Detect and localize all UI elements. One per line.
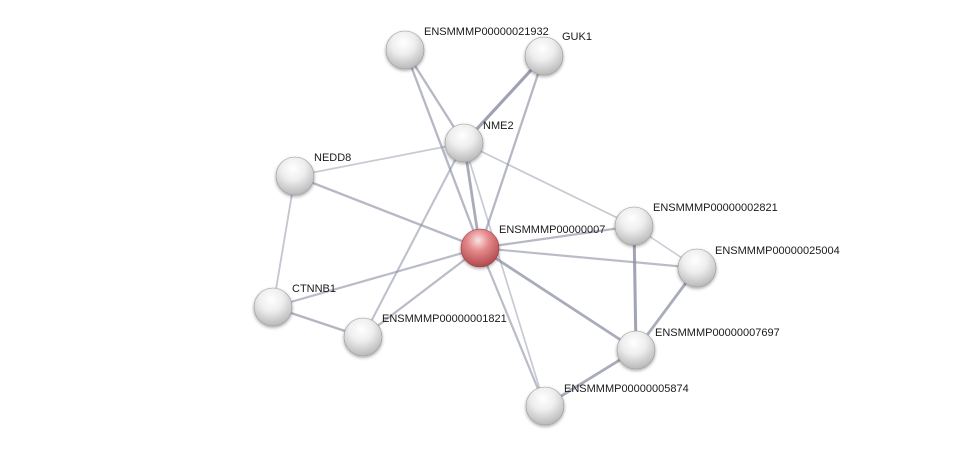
- edge-query-n7697: [478, 246, 638, 352]
- node-n5874[interactable]: ENSMMMP00000005874: [525, 383, 689, 426]
- node-circle-n2821[interactable]: [614, 206, 654, 246]
- node-circle-nme2[interactable]: [444, 123, 484, 163]
- node-n21932[interactable]: ENSMMMP00000021932: [385, 26, 549, 70]
- edge-n1821-query: [361, 246, 482, 339]
- node-label-n21932: ENSMMMP00000021932: [424, 26, 549, 38]
- node-label-ctnnb1: CTNNB1: [292, 283, 336, 295]
- edge-nme2-n5874: [463, 142, 546, 407]
- node-nedd8[interactable]: NEDD8: [275, 152, 351, 196]
- edge-query-n5874: [478, 246, 547, 408]
- node-label-nme2: NME2: [483, 120, 514, 132]
- node-n2821[interactable]: ENSMMMP00000002821: [614, 202, 778, 246]
- edge-query-n25004: [478, 246, 699, 270]
- node-n25004[interactable]: ENSMMMP00000025004: [677, 245, 840, 288]
- edge-nme2-n2821: [463, 142, 635, 227]
- nodes-layer: ENSMMMP00000007 ENSMMMP00000021932 GUK1NME…: [253, 26, 840, 426]
- node-circle-n21932[interactable]: [385, 30, 425, 70]
- node-circle-ctnnb1[interactable]: [253, 287, 293, 327]
- node-label-n7697: ENSMMMP00000007697: [655, 327, 780, 339]
- edge-n2821-n7697: [632, 224, 638, 352]
- node-label-query: ENSMMMP00000007: [499, 224, 605, 236]
- node-label-n2821: ENSMMMP00000002821: [653, 202, 778, 214]
- node-label-nedd8: NEDD8: [314, 152, 351, 164]
- edge-nedd8-query: [293, 174, 482, 250]
- node-circle-n5874[interactable]: [525, 386, 565, 426]
- node-ctnnb1[interactable]: CTNNB1: [253, 283, 336, 327]
- edge-nme2-nedd8: [294, 142, 465, 177]
- edge-ctnnb1-query: [271, 246, 482, 309]
- node-circle-n25004[interactable]: [677, 248, 717, 288]
- node-guk1[interactable]: GUK1: [524, 31, 592, 76]
- node-circle-n1821[interactable]: [343, 317, 383, 357]
- node-circle-query[interactable]: [460, 228, 500, 268]
- node-label-n25004: ENSMMMP00000025004: [715, 245, 840, 257]
- edge-query-n2821: [478, 224, 636, 250]
- node-label-n1821: ENSMMMP00000001821: [382, 313, 507, 325]
- node-circle-n7697[interactable]: [616, 330, 656, 370]
- node-label-guk1: GUK1: [562, 31, 592, 43]
- node-label-n5874: ENSMMMP00000005874: [564, 383, 689, 395]
- node-circle-guk1[interactable]: [524, 36, 564, 76]
- node-n1821[interactable]: ENSMMMP00000001821: [343, 313, 507, 357]
- node-query[interactable]: ENSMMMP00000007: [460, 224, 605, 268]
- edge-nme2-n1821: [361, 141, 466, 339]
- node-nme2[interactable]: NME2: [444, 120, 514, 163]
- edge-guk1-nme2: [462, 54, 546, 145]
- node-circle-nedd8[interactable]: [275, 156, 315, 196]
- edge-guk1-query: [478, 54, 546, 250]
- edge-nedd8-ctnnb1: [272, 175, 296, 308]
- edge-n21932-query: [403, 48, 482, 250]
- node-n7697[interactable]: ENSMMMP00000007697: [616, 327, 780, 370]
